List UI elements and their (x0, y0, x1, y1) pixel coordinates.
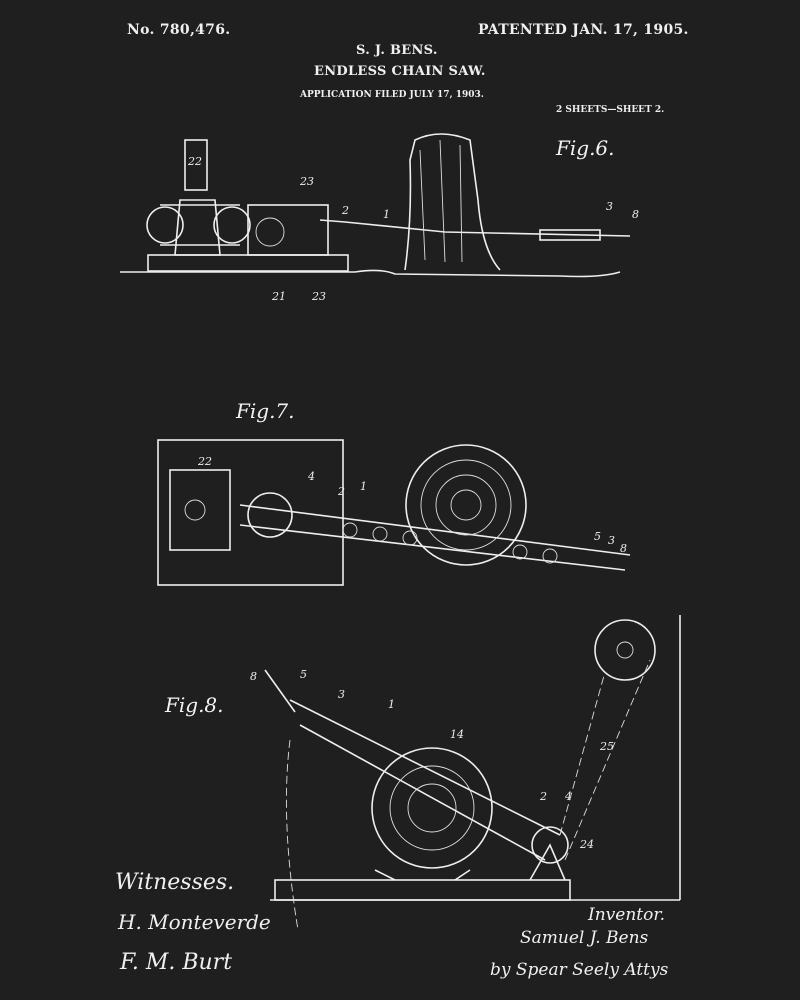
svg-text:8: 8 (250, 670, 257, 683)
svg-text:8: 8 (632, 208, 639, 221)
attorney-signature: by Spear Seely Attys (490, 960, 669, 980)
svg-text:2: 2 (341, 204, 349, 217)
svg-text:1: 1 (388, 698, 395, 711)
witnesses-label: Witnesses. (115, 870, 235, 895)
svg-text:14: 14 (450, 728, 464, 741)
svg-text:3: 3 (608, 534, 615, 547)
application-date: APPLICATION FILED JULY 17, 1903. (300, 90, 484, 100)
svg-text:5: 5 (594, 530, 601, 543)
svg-text:2: 2 (337, 485, 345, 498)
svg-text:5: 5 (300, 668, 307, 681)
svg-text:25: 25 (599, 740, 614, 753)
fig6-label: Fig.6. (555, 136, 615, 160)
inventor-name: S. J. BENS. (356, 43, 438, 58)
fig8-label: Fig.8. (164, 693, 224, 717)
svg-text:1: 1 (360, 480, 367, 493)
patent-date: PATENTED JAN. 17, 1905. (478, 22, 689, 38)
inventor-signature: Samuel J. Bens (520, 928, 649, 948)
svg-text:3: 3 (338, 688, 345, 701)
fig7-label: Fig.7. (235, 399, 295, 423)
svg-text:8: 8 (620, 542, 627, 555)
witness-signature-2: F. M. Burt (120, 950, 233, 975)
svg-text:4: 4 (564, 790, 572, 803)
svg-text:24: 24 (579, 838, 594, 851)
svg-text:21: 21 (271, 290, 286, 303)
svg-text:1: 1 (383, 208, 390, 221)
patent-title: ENDLESS CHAIN SAW. (314, 64, 486, 79)
witness-signature-1: H. Monteverde (118, 910, 271, 934)
svg-text:22: 22 (197, 455, 212, 468)
svg-text:3: 3 (606, 200, 613, 213)
sheet-info: 2 SHEETS—SHEET 2. (556, 105, 665, 115)
figure-7: Fig.7. 22 4 2 1 5 3 8 (157, 399, 631, 586)
svg-text:22: 22 (187, 155, 202, 168)
svg-text:4: 4 (307, 470, 315, 483)
svg-text:2: 2 (539, 790, 547, 803)
figure-8: Fig.8. 8 5 3 1 14 2 4 25 24 (164, 615, 681, 931)
svg-text:23: 23 (311, 290, 326, 303)
svg-text:23: 23 (299, 175, 314, 188)
patent-number: No. 780,476. (127, 22, 231, 38)
figure-6: Fig.6. 22 23 2 1 3 8 21 23 (120, 133, 639, 303)
inventor-label: Inventor. (588, 905, 666, 925)
